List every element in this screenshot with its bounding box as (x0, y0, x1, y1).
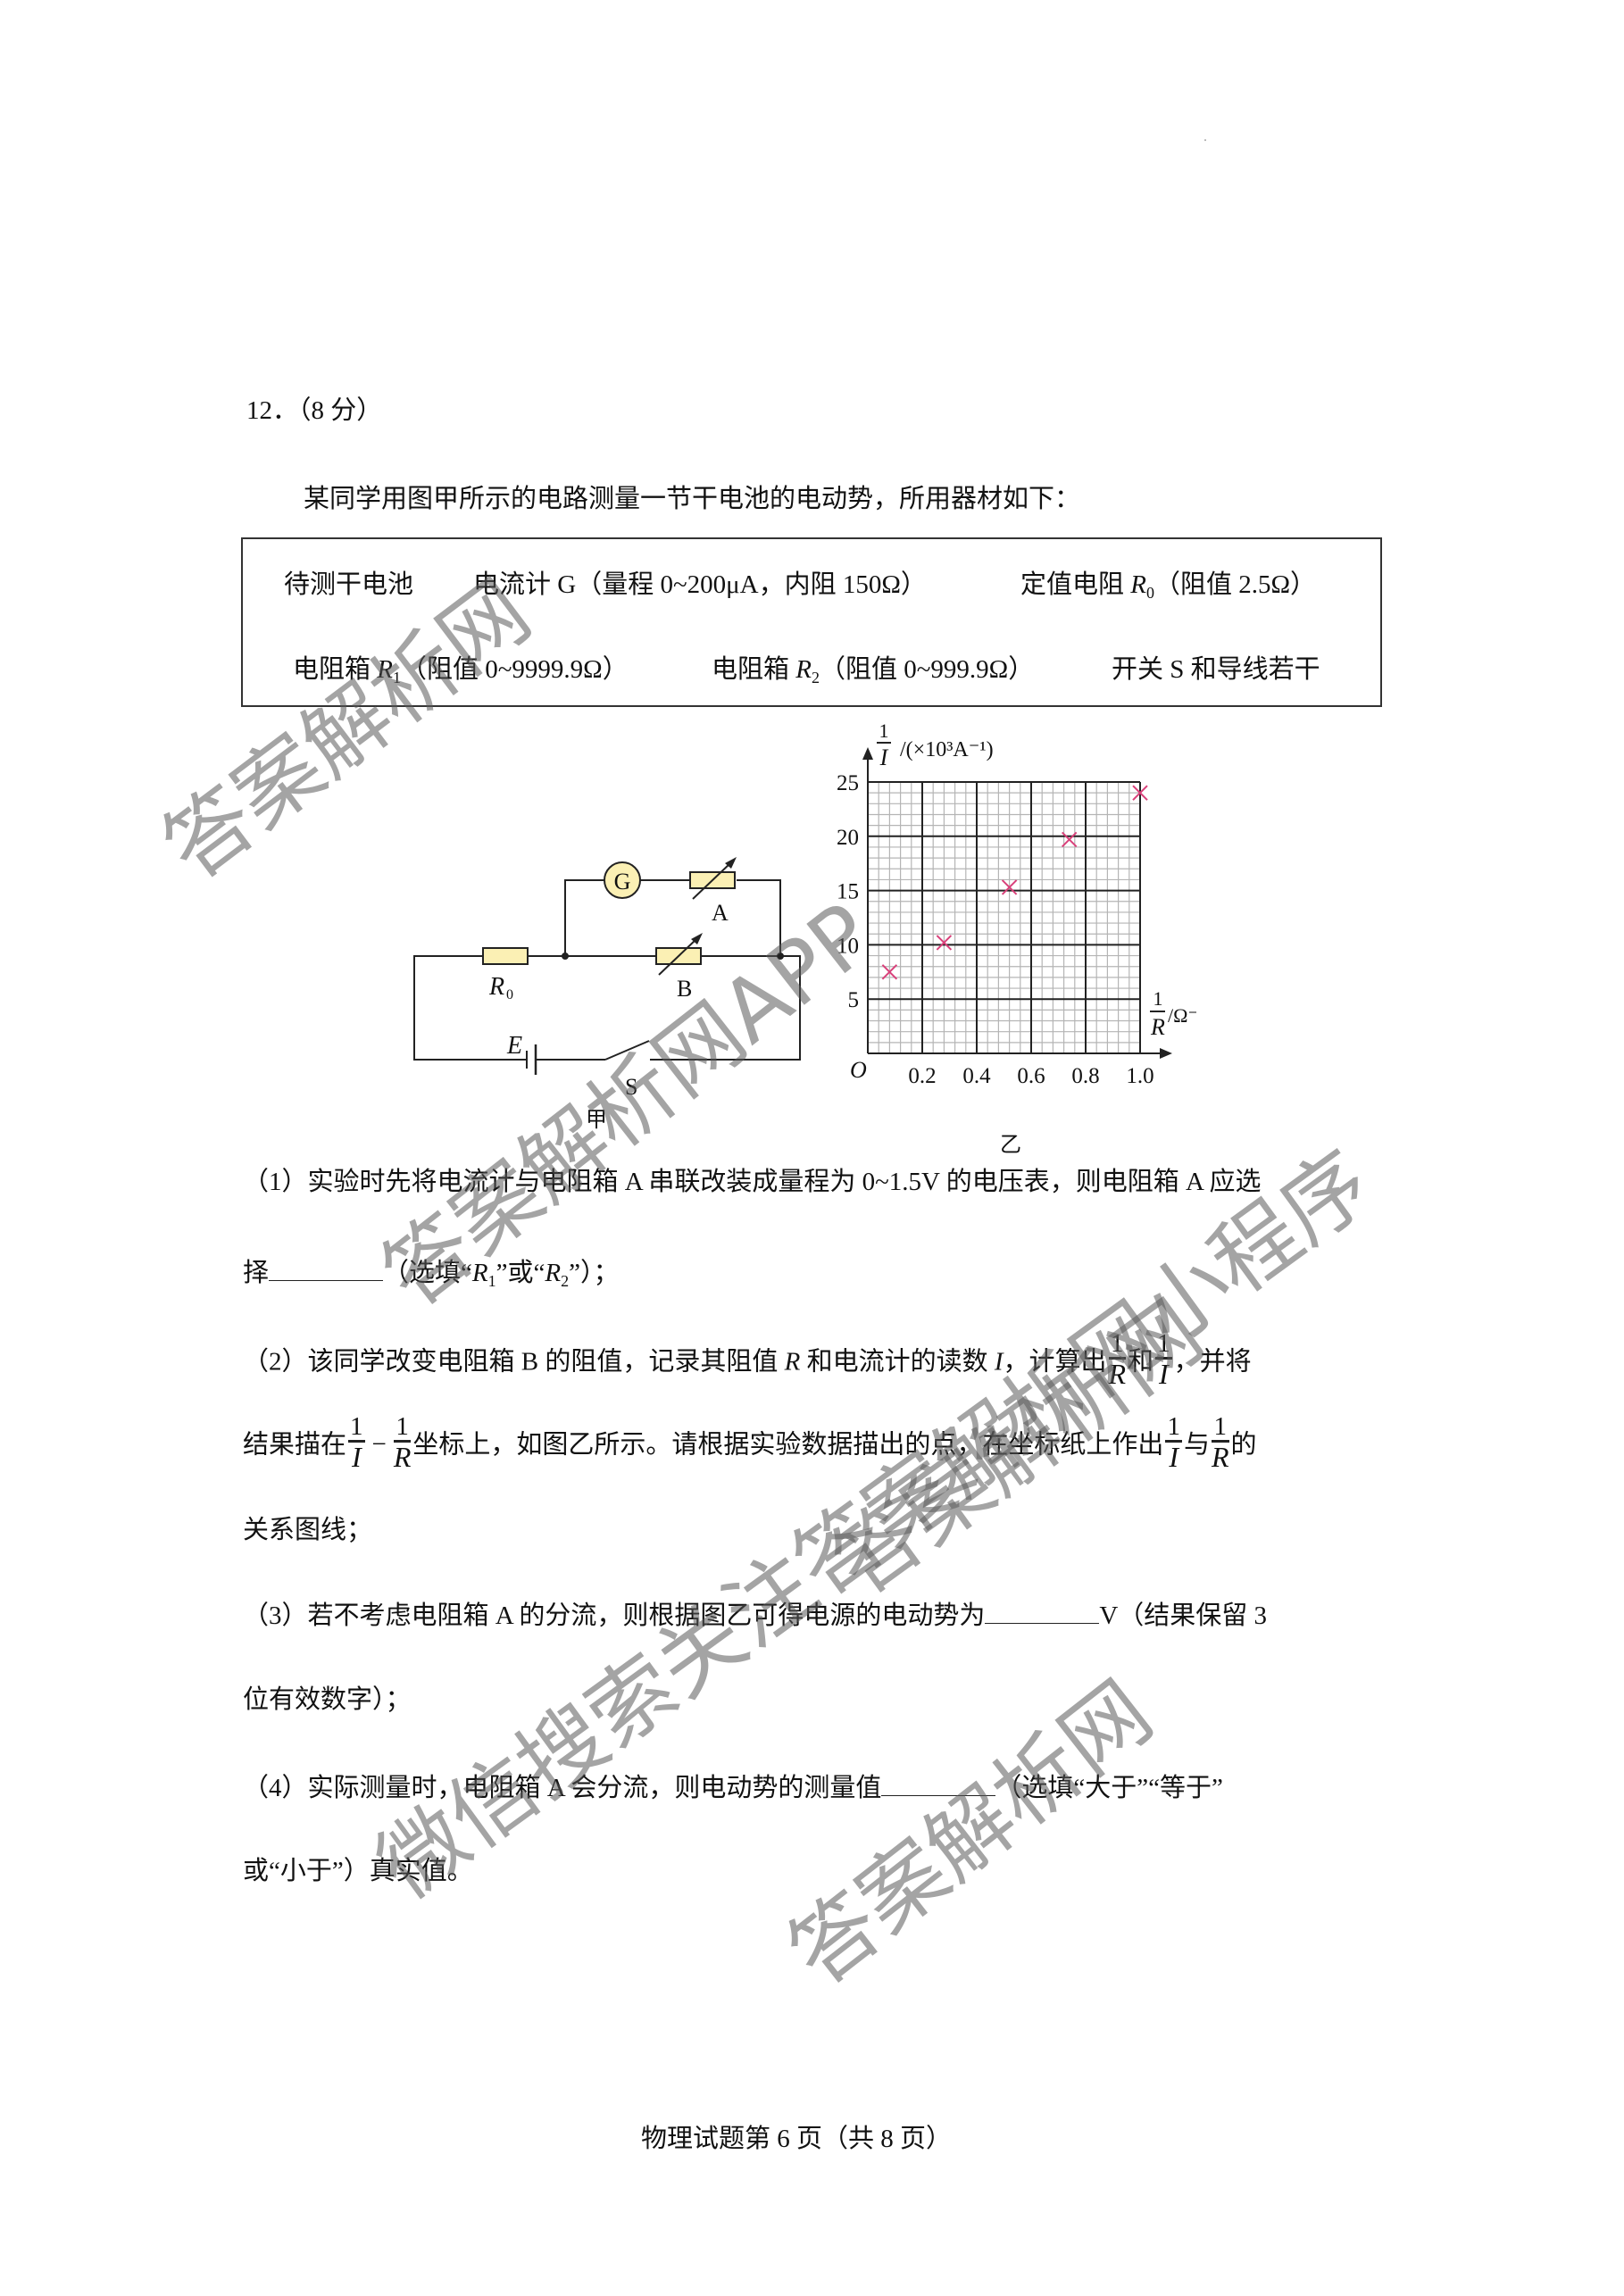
circuit-wires (413, 879, 801, 1061)
tick-labels: 0.2 0.4 0.6 0.8 1.0 5 10 15 20 25 (837, 771, 1154, 1088)
material-battery: 待测干电池 (284, 570, 414, 599)
svg-text:0.6: 0.6 (1017, 1064, 1045, 1088)
emf-label: E (506, 1032, 522, 1060)
switch-label: S (625, 1074, 637, 1100)
box-b-label: B (677, 976, 692, 1002)
part-1-line-2: 择（选填“R1”或“R2”）； (243, 1257, 620, 1290)
data-markers (881, 785, 1148, 980)
galvanometer-icon (604, 861, 641, 899)
material-r1: 电阻箱 R1（阻值 0~9999.9Ω） (293, 655, 629, 686)
x-axis-unit: /Ω⁻¹ (1168, 1004, 1196, 1027)
y-axis-arrow-icon (862, 747, 873, 760)
page-footer: 物理试题第 6 页（共 8 页） (641, 2125, 953, 2153)
svg-text:20: 20 (837, 826, 859, 850)
svg-text:10: 10 (837, 934, 859, 958)
minor-grid (868, 782, 1140, 1053)
watermark-5: 答案解析网 (770, 1661, 1170, 2005)
origin-label: O (850, 1057, 867, 1083)
box-a-label: A (712, 900, 729, 926)
arrow-icon (691, 933, 703, 944)
r0-sub: 0 (506, 987, 513, 1002)
svg-text:25: 25 (837, 771, 859, 795)
answer-blank-4[interactable] (881, 1772, 996, 1796)
part-4-line-1: （4）实际测量时，电阻箱 A 会分流，则电动势的测量值（选填“大于”“等于” (243, 1772, 1223, 1802)
y-label-num: 1 (879, 720, 889, 742)
graph: 0.2 0.4 0.6 0.8 1.0 5 10 15 20 25 O 1 I /(×10³A⁻¹… (837, 720, 1196, 1157)
svg-text:15: 15 (837, 880, 859, 904)
svg-text:5: 5 (848, 988, 860, 1012)
answer-blank-1[interactable] (269, 1257, 384, 1281)
question-number-label: 12． (246, 396, 299, 425)
material-switch: 开关 S 和导线若干 (1112, 655, 1320, 684)
x-label-den: R (1150, 1014, 1165, 1040)
arrow-icon (725, 857, 737, 869)
y-axis-unit: /(×10³A⁻¹) (900, 738, 994, 761)
circuit-caption: 甲 (586, 1109, 607, 1132)
junction-dot (777, 953, 784, 960)
material-r2: 电阻箱 R2（阻值 0~999.9Ω） (712, 655, 1035, 686)
material-r0: 定值电阻 R0（阻值 2.5Ω） (1020, 570, 1317, 602)
material-galvanometer: 电流计 G（量程 0~200μA，内阻 150Ω） (473, 570, 927, 599)
svg-text:0.2: 0.2 (908, 1064, 936, 1088)
svg-text:1.0: 1.0 (1126, 1064, 1153, 1088)
major-grid (867, 781, 1141, 1054)
materials-box (241, 537, 1382, 707)
y-label-den: I (879, 745, 889, 770)
answer-blank-3[interactable] (985, 1600, 1100, 1624)
junction-dot (562, 953, 569, 960)
part-4-line-2: 或“小于”）真实值。 (243, 1857, 473, 1885)
scan-dot (1204, 139, 1206, 141)
svg-text:0.8: 0.8 (1071, 1064, 1099, 1088)
part-1-line-1: （1）实验时先将电流计与电阻箱 A 串联改装成量程为 0~1.5V 的电压表，则… (243, 1168, 1262, 1196)
circuit-diagram: G A B R 0 E S 甲 (413, 857, 801, 1132)
galvanometer-label: G (614, 869, 631, 894)
x-axis-arrow-icon (1160, 1048, 1172, 1059)
part-3-line-2: 位有效数字）； (243, 1685, 412, 1714)
x-label-num: 1 (1153, 987, 1163, 1010)
part-2-line-3: 关系图线； (243, 1516, 373, 1544)
r0-label: R (488, 973, 504, 1001)
svg-text:0.4: 0.4 (962, 1064, 991, 1088)
question-intro: 某同学用图甲所示的电路测量一节干电池的电动势，所用器材如下： (304, 485, 1081, 513)
question-points: （8 分） (298, 396, 383, 425)
question-number: 12．（8 分） (246, 398, 382, 424)
graph-caption: 乙 (1000, 1134, 1021, 1157)
resistor-r0 (482, 947, 529, 965)
